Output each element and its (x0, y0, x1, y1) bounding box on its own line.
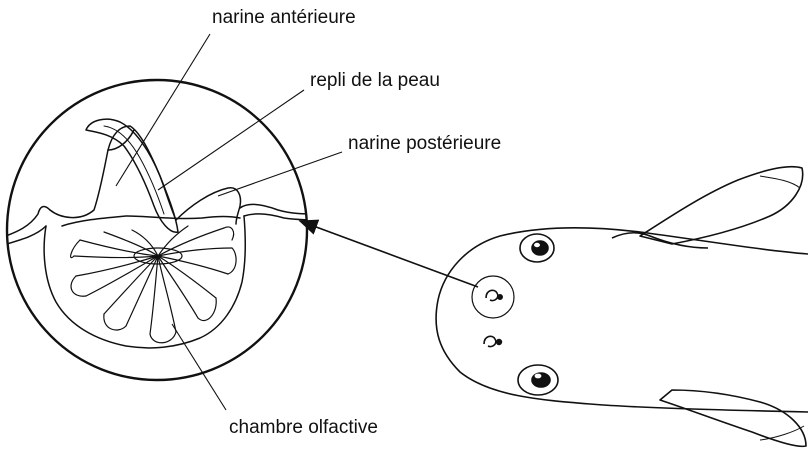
leader-lines (116, 34, 342, 410)
label-repli-de-la-peau: repli de la peau (310, 71, 440, 90)
label-chambre-olfactive: chambre olfactive (229, 418, 378, 437)
upper-nostril (486, 290, 498, 300)
skin-fold (86, 119, 178, 232)
lower-nostril (484, 336, 496, 346)
leader-repli-de-la-peau (158, 90, 304, 190)
leader-narine-posterieure (218, 152, 342, 196)
label-narine-posterieure: narine postérieure (348, 134, 501, 153)
head-outline (436, 228, 808, 412)
anterior-nostril-tube (50, 126, 176, 220)
lower-fin (660, 390, 806, 446)
upper-fin (640, 167, 803, 244)
magnifier-circle (7, 80, 307, 380)
olfactory-rosette (71, 226, 236, 343)
lower-eye (518, 365, 558, 395)
upper-eye (520, 234, 554, 262)
label-narine-anterieure: narine antérieure (212, 8, 356, 27)
skin-surface-right (240, 204, 320, 214)
nostril-highlight-circle (472, 276, 514, 318)
magnification-arrow (300, 221, 478, 287)
olfactory-chamber-wall (44, 216, 245, 348)
magnified-nostril-section (0, 80, 320, 380)
fish-head-drawing (436, 167, 808, 447)
leader-narine-anterieure (116, 34, 210, 186)
